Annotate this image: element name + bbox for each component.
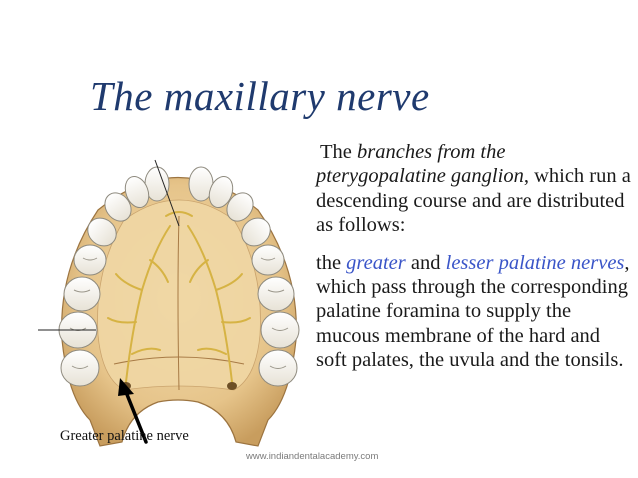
emphasis-lesser-palatine-nerves: lesser palatine nerves — [445, 251, 625, 274]
text-run: and — [405, 251, 446, 274]
leader-line-top — [154, 159, 180, 227]
text-run: , which pass through the corresponding p… — [316, 251, 630, 372]
emphasis-greater: greater — [346, 251, 406, 274]
paragraph-branches: The branches from the pterygopalatine ga… — [316, 140, 634, 238]
paragraph-palatine-nerves: the greater and lesser palatine nerves, … — [316, 251, 634, 373]
body-text: The branches from the pterygopalatine ga… — [316, 140, 634, 373]
text-run: the — [316, 251, 347, 274]
median-palatine-suture — [177, 215, 180, 391]
text-run: , which run a descending course and are … — [316, 165, 631, 237]
palatine-nerves — [107, 211, 251, 383]
maxillary-palate-anatomy-illustration — [38, 159, 300, 447]
greater-palatine-foramen-right — [227, 382, 237, 390]
watermark: www.indiandentalacademy.com — [246, 451, 379, 462]
text-run: The — [320, 141, 357, 163]
emphasis-branches: branches from the pterygopalatine gangli… — [316, 141, 524, 188]
tooth-cusps — [69, 257, 289, 369]
pointer-arrow — [124, 390, 148, 444]
teeth-left — [58, 166, 170, 387]
pointer-arrowhead — [118, 378, 134, 396]
palate-illustration: Greater palatine nerve — [38, 150, 320, 450]
figure-caption: Greater palatine nerve — [60, 428, 189, 444]
slide-title: The maxillary nerve — [90, 73, 430, 119]
